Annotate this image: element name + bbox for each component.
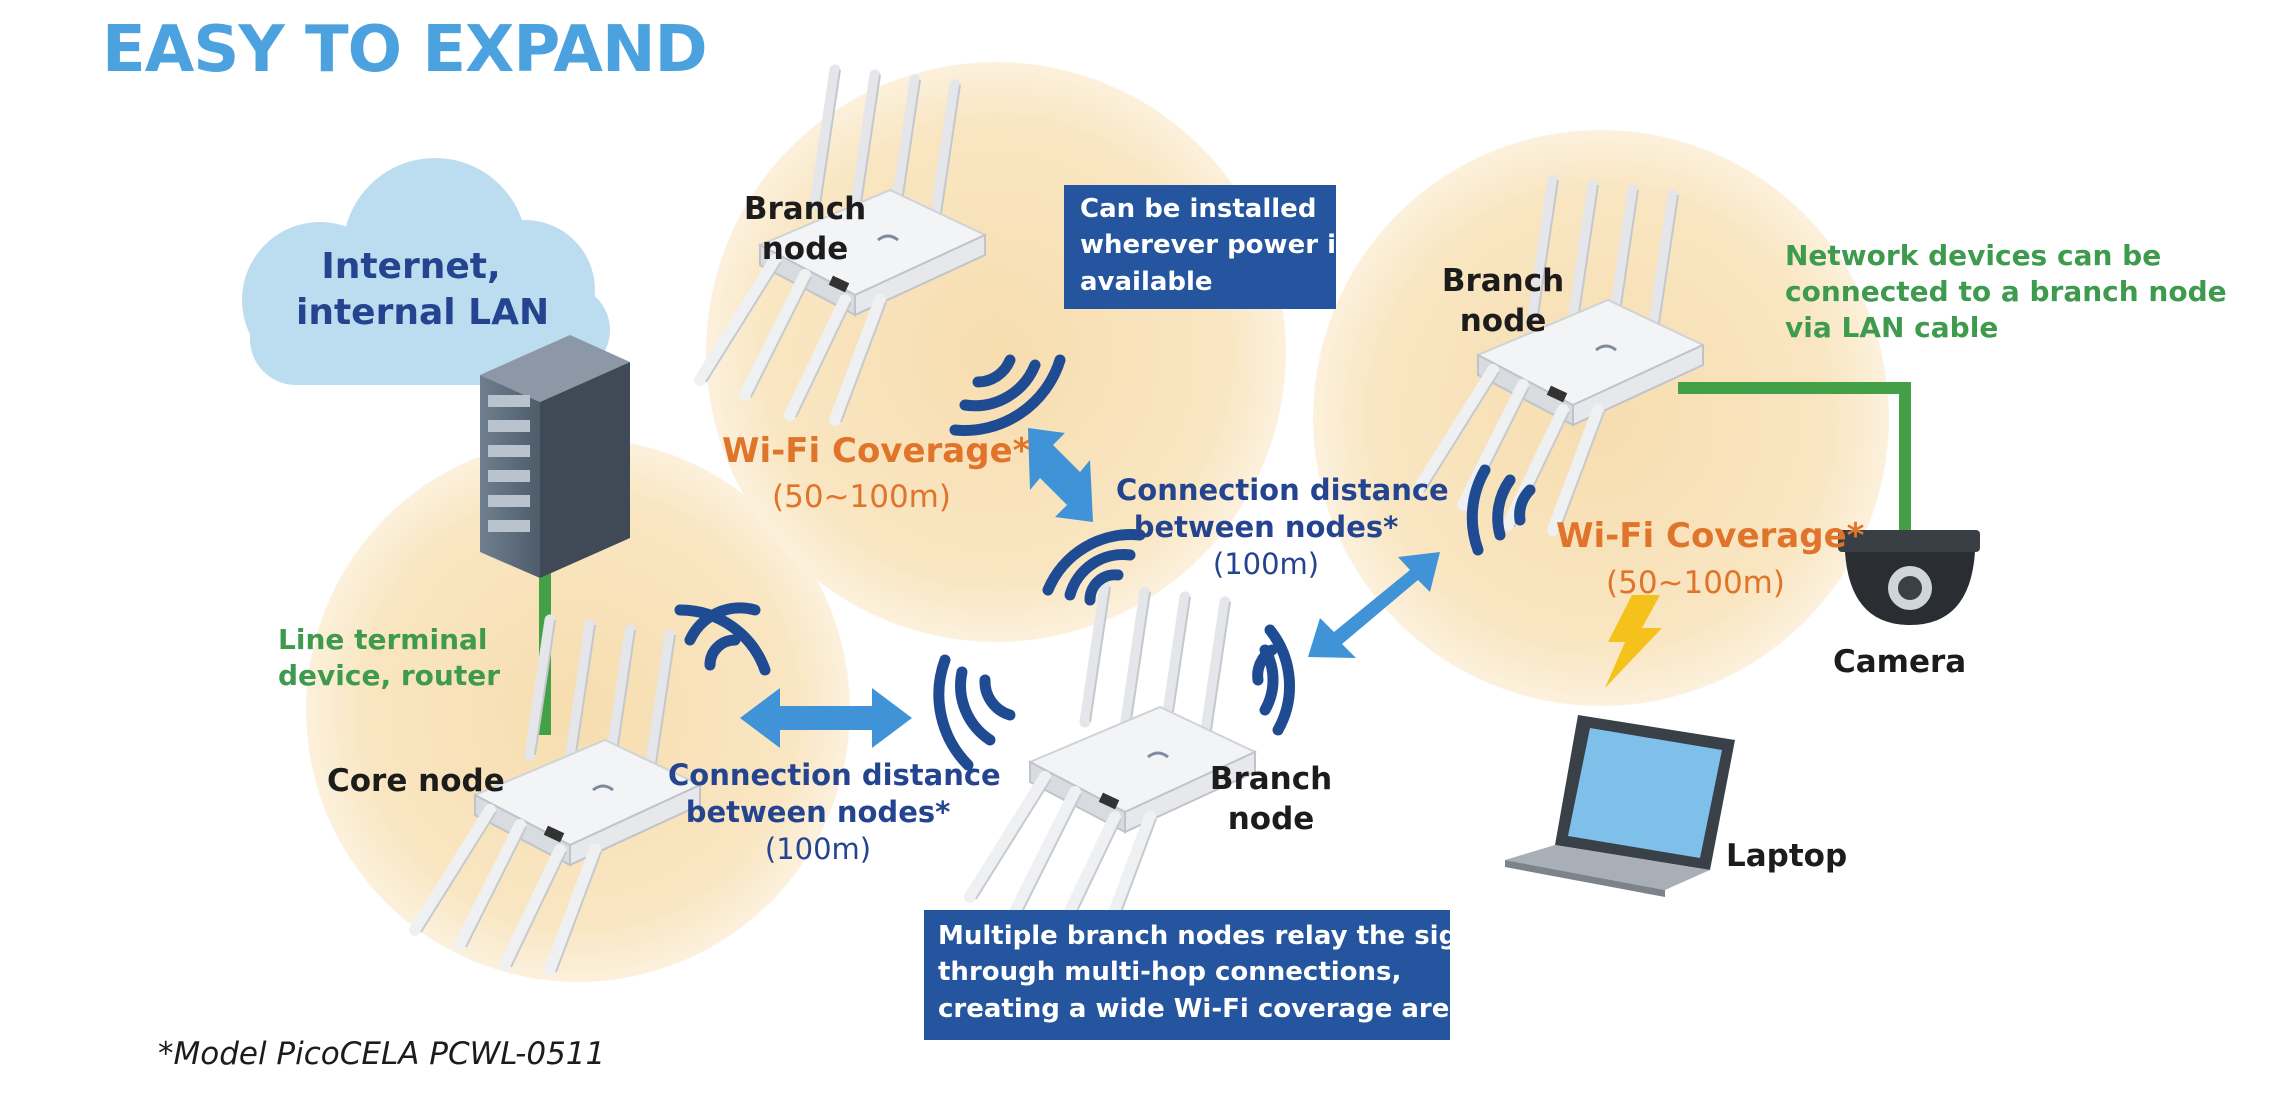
wifi-coverage-right-label: Wi-Fi Coverage* (1556, 516, 1865, 556)
distance-right-label: Connection distance between nodes* (100m… (1116, 472, 1449, 583)
branch-node-right-label: Branch node (1440, 262, 1566, 341)
branch-node-top-line1: Branch (743, 191, 867, 227)
line-terminal-line1: Line terminal (278, 623, 488, 656)
lan-cable-note: Network devices can be connected to a br… (1785, 238, 2227, 345)
branch-node-top-line2: node (761, 230, 849, 267)
distance-arrow-left (740, 688, 912, 748)
install-note-line1: Can be installed (1080, 194, 1317, 224)
multi-hop-note-line1: Multiple branch nodes relay the signal (938, 921, 1503, 951)
line-terminal-line2: device, router (278, 658, 501, 692)
multi-hop-note-box: Multiple branch nodes relay the signal t… (924, 910, 1503, 1040)
multi-hop-note-line2: through multi-hop connections, (938, 957, 1402, 988)
laptop-label: Laptop (1726, 838, 1848, 874)
wifi-coverage-right-range: (50~100m) (1606, 565, 1785, 601)
camera-icon (1838, 530, 1980, 625)
distance-right-line2: between nodes* (1133, 510, 1399, 545)
branch-node-right-line2: node (1459, 302, 1547, 339)
model-footnote: *Model PicoCELA PCWL-0511 (158, 1036, 606, 1072)
page-title: EASY TO EXPAND (102, 13, 708, 87)
distance-right-value: (100m) (1212, 547, 1320, 582)
distance-right-line1: Connection distance (1116, 473, 1449, 507)
lightning-icon (1605, 595, 1662, 688)
distance-left-label: Connection distance between nodes* (100m… (668, 757, 1001, 868)
lan-cable-note-line1: Network devices can be (1785, 239, 2162, 272)
cable-camera (1678, 382, 1911, 548)
cloud-label-line1: Internet, (321, 246, 501, 287)
branch-node-right-line1: Branch (1441, 263, 1565, 299)
core-node-label: Core node (327, 763, 505, 799)
wifi-coverage-top-range: (50~100m) (772, 479, 951, 515)
multi-hop-note-line3: creating a wide Wi-Fi coverage area (938, 993, 1467, 1024)
line-terminal-label: Line terminal device, router (278, 622, 501, 694)
distance-left-value: (100m) (764, 832, 872, 867)
distance-arrow-right (1308, 552, 1440, 658)
branch-node-middle-line1: Branch (1209, 761, 1333, 797)
laptop-icon (1505, 715, 1735, 897)
distance-left-line1: Connection distance (668, 758, 1001, 792)
install-note-line2: wherever power is (1080, 230, 1352, 261)
cloud-label: Internet, internal LAN (296, 244, 550, 336)
arrows (740, 428, 1440, 748)
install-note-box: Can be installed wherever power is avail… (1064, 185, 1352, 309)
server-rack-icon (480, 335, 630, 578)
distance-left-line2: between nodes* (685, 795, 951, 830)
coverage-arrow-top (1028, 428, 1093, 522)
install-note-line3: available (1080, 266, 1213, 297)
signal-waves (674, 354, 1536, 771)
camera-label: Camera (1833, 644, 1967, 680)
branch-node-middle-line2: node (1227, 800, 1315, 837)
cloud-label-line2: internal LAN (296, 292, 550, 334)
branch-node-middle-label: Branch node (1208, 760, 1334, 839)
wifi-coverage-top-label: Wi-Fi Coverage* (722, 431, 1031, 471)
lan-cable-note-line2: connected to a branch node (1785, 274, 2227, 308)
lan-cable-note-line3: via LAN cable (1785, 310, 1999, 344)
branch-node-top-label: Branch node (742, 190, 868, 269)
